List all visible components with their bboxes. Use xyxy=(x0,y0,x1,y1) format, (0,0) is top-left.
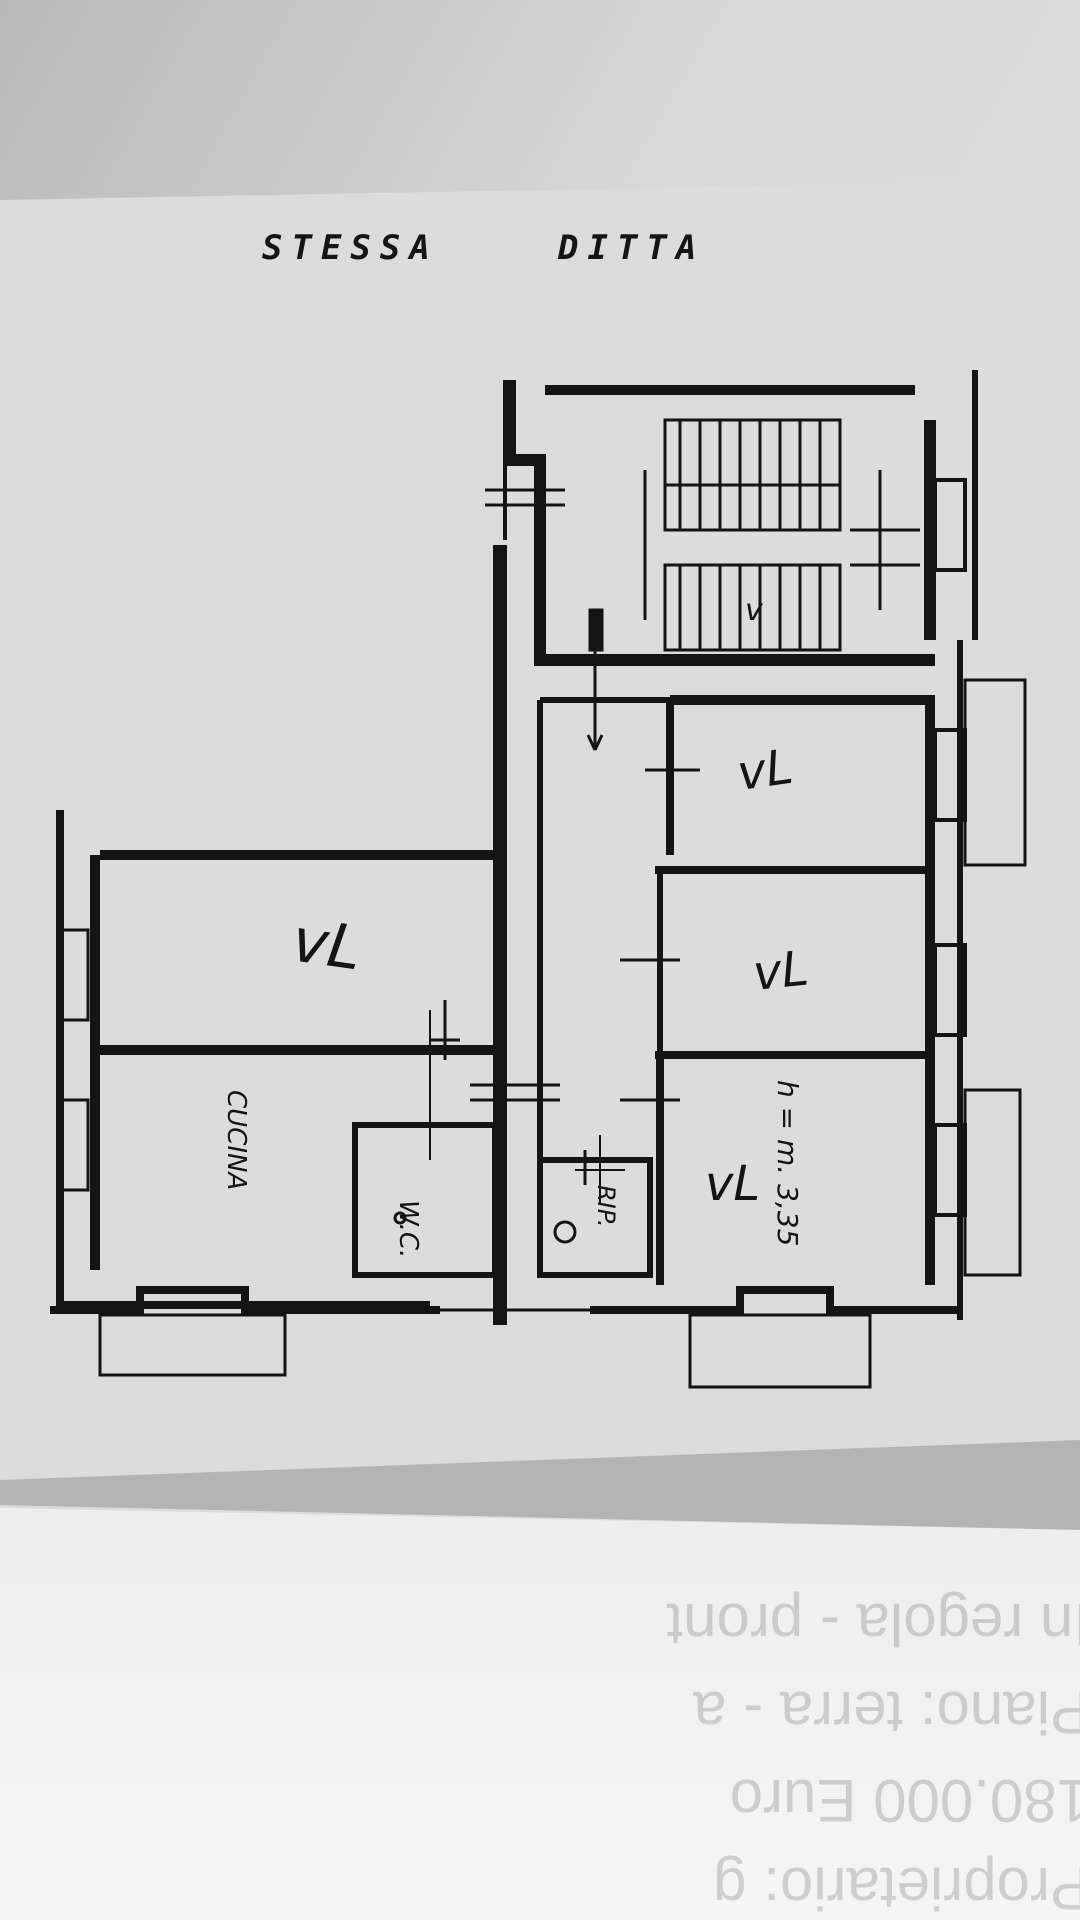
backprint-line: 180.000 Euro xyxy=(729,1767,1080,1834)
room-label-bottom-right: vL xyxy=(705,1156,760,1212)
closet-fixture-icon xyxy=(553,1220,577,1244)
room-label-kitchen: CUCINA xyxy=(221,1090,251,1190)
door-marks xyxy=(430,488,700,1185)
heading-stessa: STESSA xyxy=(262,228,439,268)
stair-block xyxy=(503,370,978,666)
room-label-wc: W.C. xyxy=(393,1200,423,1258)
right-rooms xyxy=(655,640,1027,1320)
room-label-mid-right: vL xyxy=(750,940,811,1001)
room-label-closet: RIP. xyxy=(592,1185,620,1228)
heading-ditta: DITTA xyxy=(558,228,706,268)
wc-fixture-icon xyxy=(393,1211,407,1225)
room-label-stair: v xyxy=(745,593,764,628)
backprint-line: Piano: terra - a xyxy=(693,1679,1080,1746)
room-label-top-right: vL xyxy=(734,739,796,802)
show-through-print: Proprietario: g 180.000 Euro Piano: terr… xyxy=(530,1580,1080,1920)
room-label-top-left: vL xyxy=(288,906,366,985)
bottom-walls xyxy=(50,1286,960,1389)
backprint-line: Proprietario: g xyxy=(713,1855,1080,1920)
corridor xyxy=(493,545,670,1325)
height-annotation: h = m. 3,35 xyxy=(771,1080,804,1246)
left-rooms xyxy=(56,810,653,1309)
stair-treads xyxy=(643,418,920,652)
backprint-line: In regola - pront xyxy=(666,1591,1080,1658)
